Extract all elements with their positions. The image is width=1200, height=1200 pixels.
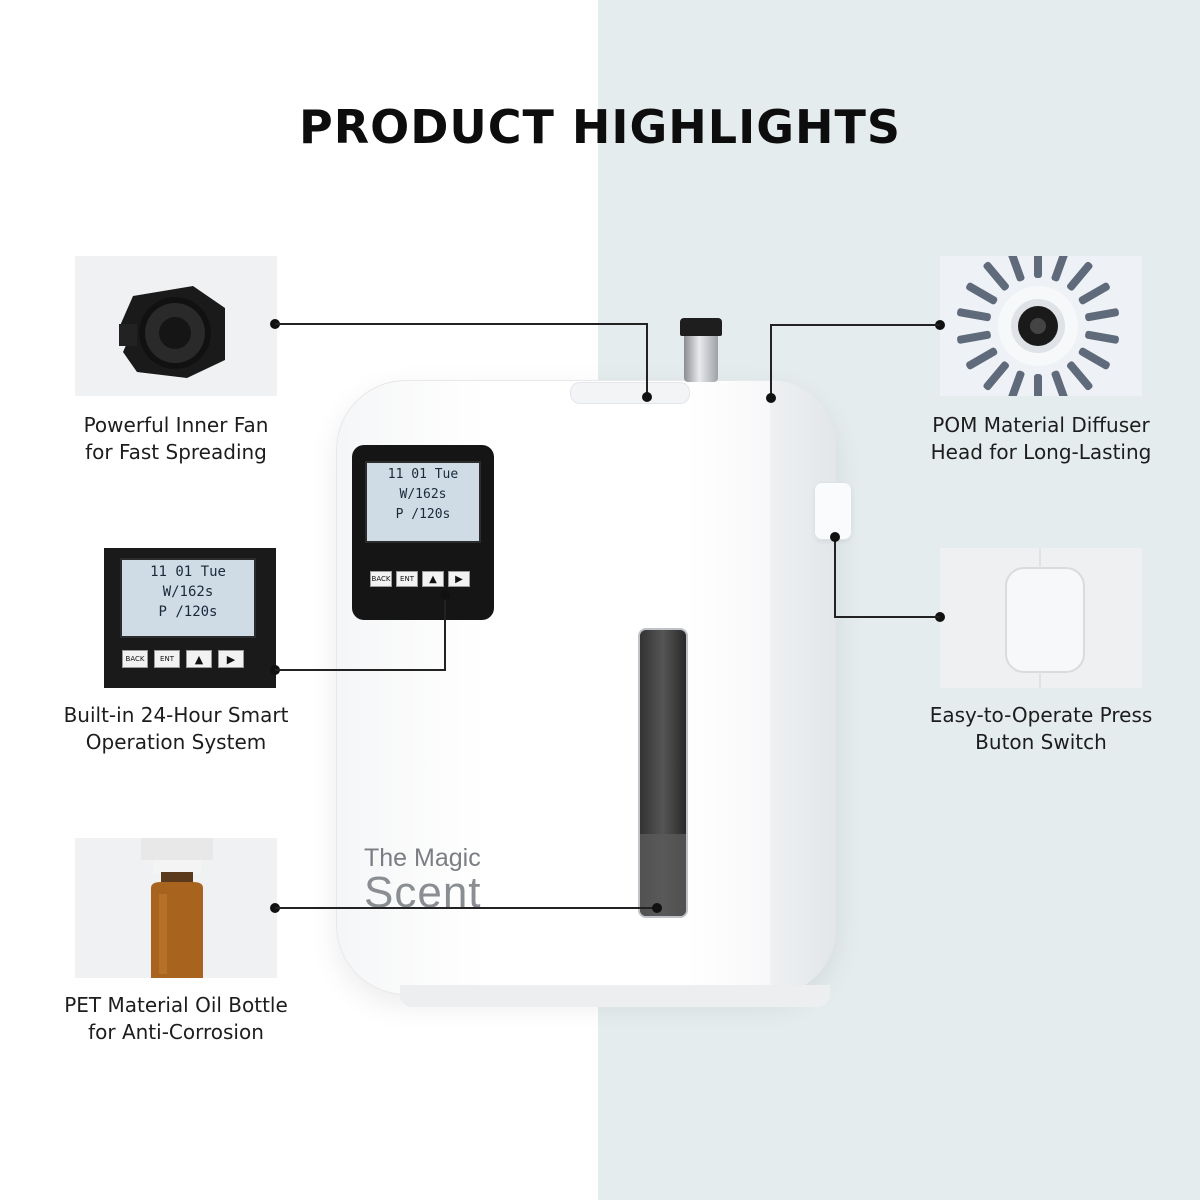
- nozzle-cap: [680, 318, 722, 336]
- diffuser-caption-line1: POM Material Diffuser: [932, 413, 1150, 437]
- switch-callout-rise: [834, 537, 836, 618]
- press-button-icon: [1005, 548, 1085, 688]
- bottle-caption: PET Material Oil Bottle for Anti-Corrosi…: [31, 992, 321, 1046]
- fan-callout-line: [275, 323, 647, 325]
- fan-caption: Powerful Inner Fan for Fast Spreading: [31, 412, 321, 466]
- switch-caption-line2: Buton Switch: [975, 730, 1107, 754]
- fan-thumbnail: [75, 256, 277, 396]
- device-lcd-date: 11 01 Tue: [387, 467, 459, 482]
- brand-name-line1: The Magic: [364, 844, 481, 872]
- fan-target-dot: [642, 392, 652, 402]
- diffuser-thumbnail: [940, 256, 1142, 396]
- switch-callout-line: [835, 616, 940, 618]
- enter-key: ENT: [154, 650, 180, 668]
- brand-name-line2: Scent: [364, 868, 482, 917]
- oil-bottle-icon: [141, 838, 213, 978]
- switch-caption-line1: Easy-to-Operate Press: [929, 703, 1153, 727]
- system-caption-line2: Operation System: [85, 730, 267, 754]
- up-arrow-icon: ▲: [186, 650, 212, 668]
- device-control-panel: 11 01 Tue W/162s P /120s BACK ENT ▲ ▶: [352, 445, 494, 620]
- device-lcd-work: W/162s: [399, 487, 447, 502]
- switch-thumbnail: [940, 548, 1142, 688]
- device-press-button[interactable]: [814, 482, 852, 540]
- fan-caption-line2: for Fast Spreading: [85, 440, 267, 464]
- bottle-caption-line2: for Anti-Corrosion: [88, 1020, 264, 1044]
- device-keys: BACK ENT ▲ ▶: [370, 571, 470, 587]
- fan-icon: [119, 286, 225, 378]
- switch-target-dot: [830, 532, 840, 542]
- system-caption-line1: Built-in 24-Hour Smart: [63, 703, 289, 727]
- diffuser-caption-line2: Head for Long-Lasting: [930, 440, 1152, 464]
- thumbnail-lcd: 11 01 Tue W/162s P /120s: [120, 558, 256, 638]
- diffuser-callout-line: [771, 324, 940, 326]
- bottle-target-dot: [652, 903, 662, 913]
- device-side-face: [770, 380, 836, 995]
- oil-level-window: [638, 628, 688, 918]
- fan-caption-line1: Powerful Inner Fan: [83, 413, 269, 437]
- switch-callout-dot: [935, 612, 945, 622]
- bottle-caption-line1: PET Material Oil Bottle: [64, 993, 288, 1017]
- diffuser-callout-dot: [935, 320, 945, 330]
- device-back-button[interactable]: BACK: [370, 571, 392, 587]
- device-lcd-pause: P /120s: [395, 507, 451, 522]
- diffuser-caption: POM Material Diffuser Head for Long-Last…: [896, 412, 1186, 466]
- nozzle-fitting: [684, 330, 718, 382]
- lcd-line-pause: P /120s: [158, 604, 218, 620]
- device-top-plate: [570, 382, 690, 404]
- bottle-thumbnail: [75, 838, 277, 978]
- back-key: BACK: [122, 650, 148, 668]
- system-callout-line: [275, 669, 446, 671]
- device-right-button[interactable]: ▶: [448, 571, 470, 587]
- lcd-line-work: W/162s: [162, 584, 214, 600]
- device-up-button[interactable]: ▲: [422, 571, 444, 587]
- fan-callout-drop: [646, 323, 648, 397]
- system-target-dot: [440, 590, 450, 600]
- diffuser-callout-drop: [770, 324, 772, 398]
- system-callout-rise: [444, 594, 446, 671]
- thumbnail-keys: BACK ENT ▲ ▶: [122, 650, 244, 668]
- lcd-line-date: 11 01 Tue: [150, 564, 226, 580]
- device-lcd: 11 01 Tue W/162s P /120s: [365, 461, 481, 543]
- device-enter-button[interactable]: ENT: [396, 571, 418, 587]
- right-arrow-icon: ▶: [218, 650, 244, 668]
- device-base: [400, 985, 830, 1007]
- bottle-callout-line: [275, 907, 657, 909]
- oil-level-fill: [640, 834, 686, 916]
- diffuser-head-icon: [957, 256, 1119, 396]
- system-caption: Built-in 24-Hour Smart Operation System: [31, 702, 321, 756]
- page-title: PRODUCT HIGHLIGHTS: [299, 100, 901, 154]
- switch-caption: Easy-to-Operate Press Buton Switch: [896, 702, 1186, 756]
- control-panel-thumbnail: 11 01 Tue W/162s P /120s BACK ENT ▲ ▶: [104, 548, 276, 688]
- diffuser-target-dot: [766, 393, 776, 403]
